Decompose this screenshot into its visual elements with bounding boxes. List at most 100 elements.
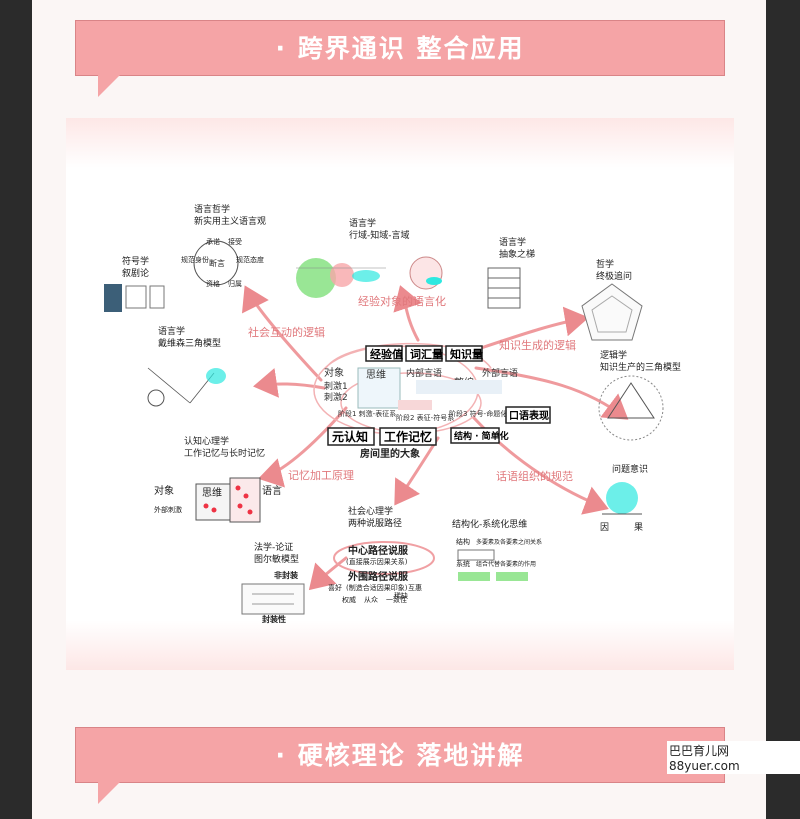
- node-ling-field: 语言学 行域-知域-言域: [296, 217, 443, 298]
- svg-text:外围路径说服: 外围路径说服: [347, 570, 409, 583]
- svg-text:内部言语: 内部言语: [406, 367, 442, 379]
- node-law: 法学-论证 图尔敏模型 非封装 封装性: [241, 541, 305, 624]
- svg-text:认知心理学: 认知心理学: [184, 435, 229, 447]
- arrow-social-psy: [394, 436, 440, 506]
- svg-text:哲学: 哲学: [596, 258, 614, 270]
- svg-text:语言: 语言: [262, 484, 282, 497]
- arrow-law: [308, 556, 348, 591]
- svg-text:外部言语: 外部言语: [482, 367, 518, 379]
- box-metacognition: [327, 427, 375, 446]
- box-vocabulary: [405, 345, 443, 362]
- triangle-cyan-dot: [206, 368, 226, 384]
- node-logic-triangle: 逻辑学 知识生产的三角模型: [598, 349, 681, 441]
- svg-text:知识生产的三角模型: 知识生产的三角模型: [600, 361, 681, 373]
- svg-text:元认知: 元认知: [332, 429, 368, 444]
- section-banner-bottom: · 硬核理论 落地讲解: [75, 727, 725, 804]
- box-oral: [505, 406, 551, 424]
- svg-text:权威: 权威: [342, 595, 356, 604]
- center-boxes-bottom: 元认知 工作记忆 口语表现 结构 · 简单化: [327, 406, 551, 446]
- label-social: 社会互动的逻辑: [248, 325, 325, 339]
- left-frame: [0, 0, 32, 819]
- pink-circle: [330, 263, 354, 287]
- label-speech: 话语组织的规范: [496, 469, 573, 483]
- node-ling-ladder: 语言学 抽象之梯: [487, 236, 535, 309]
- pentagon: [581, 283, 643, 341]
- banner-tail: [98, 782, 120, 804]
- box-working-memory: [379, 427, 437, 446]
- svg-text:戴维森三角模型: 戴维森三角模型: [158, 337, 221, 349]
- svg-text:组合代替各要素的作用: 组合代替各要素的作用: [476, 560, 536, 568]
- section-banner-top: · 跨界通识 整合应用: [75, 20, 725, 97]
- svg-text:规范态度: 规范态度: [236, 255, 264, 264]
- center-title: 房间里的大象: [360, 447, 420, 460]
- problem-cyan-circle: [606, 482, 638, 514]
- svg-text:(直接展示因果关系): (直接展示因果关系): [346, 557, 408, 566]
- mind-map: 经验对象的语言化 社会互动的逻辑 知识生成的逻辑 记忆加工原理 话语组织的规范 …: [66, 118, 734, 670]
- svg-text:阶段2 表征-符号系: 阶段2 表征-符号系: [396, 413, 454, 422]
- svg-text:阶段1 刺激-表征系: 阶段1 刺激-表征系: [338, 409, 396, 418]
- svg-text:封装性: 封装性: [262, 614, 286, 624]
- node-ling-triangle: 语言学 戴维森三角模型: [147, 325, 226, 407]
- svg-text:结构化-系统化思维: 结构化-系统化思维: [452, 518, 527, 530]
- svg-text:抽象之梯: 抽象之梯: [499, 248, 535, 260]
- svg-text:叙剧论: 叙剧论: [122, 267, 149, 279]
- arrow-left-triangle: [253, 368, 326, 398]
- svg-text:工作记忆与长时记忆: 工作记忆与长时记忆: [184, 447, 265, 459]
- label-knowledge: 知识生成的逻辑: [499, 338, 576, 352]
- svg-text:工作记忆: 工作记忆: [384, 429, 432, 444]
- label-experience: 经验对象的语言化: [358, 294, 446, 308]
- svg-text:逻辑学: 逻辑学: [600, 349, 627, 361]
- svg-text:图尔敏模型: 图尔敏模型: [254, 553, 299, 565]
- svg-text:两种说服路径: 两种说服路径: [348, 517, 402, 529]
- svg-text:稀缺: 稀缺: [394, 591, 408, 600]
- svg-text:刺激2: 刺激2: [324, 391, 348, 403]
- svg-text:知识量: 知识量: [449, 347, 483, 361]
- svg-text:多要素及各要素之间关系: 多要素及各要素之间关系: [476, 538, 542, 546]
- node-problem: 问题意识 因 果: [600, 463, 648, 533]
- section-title-bottom: · 硬核理论 落地讲解: [275, 741, 525, 770]
- svg-text:语言学: 语言学: [158, 325, 185, 337]
- semiotics-blue-box: [104, 284, 122, 312]
- svg-text:新实用主义语言观: 新实用主义语言观: [194, 215, 266, 227]
- node-cog-psy: 认知心理学 工作记忆与长时记忆 对象 思维 语言 外部刺激: [154, 435, 282, 523]
- svg-text:对象: 对象: [324, 366, 344, 379]
- svg-text:结构 · 简单化: 结构 · 简单化: [454, 430, 509, 442]
- svg-text:法学-论证: 法学-论证: [254, 541, 293, 553]
- svg-text:词汇量: 词汇量: [410, 348, 443, 361]
- svg-text:阶段3 符号-命题化: 阶段3 符号-命题化: [449, 409, 507, 418]
- svg-text:语言学: 语言学: [499, 236, 526, 248]
- label-memory: 记忆加工原理: [288, 469, 354, 482]
- watermark: 巴巴育儿网 88yuer.com: [667, 741, 800, 774]
- svg-text:结构: 结构: [456, 537, 470, 546]
- svg-text:互惠: 互惠: [408, 583, 422, 592]
- mind-map-svg: 经验对象的语言化 社会互动的逻辑 知识生成的逻辑 记忆加工原理 话语组织的规范 …: [104, 203, 681, 624]
- arrow-experience: [393, 285, 422, 342]
- svg-text:因: 因: [600, 522, 609, 533]
- svg-text:(制造合适因果印象): (制造合适因果印象): [346, 583, 408, 592]
- svg-text:语言学: 语言学: [349, 217, 376, 229]
- arrow-knowledge: [479, 306, 589, 350]
- box-knowledge: [445, 345, 483, 362]
- right-frame: [766, 0, 800, 819]
- svg-text:接受: 接受: [228, 237, 242, 246]
- svg-text:行域-知域-言域: 行域-知域-言域: [349, 229, 410, 241]
- box-structure: [450, 427, 500, 444]
- svg-text:系统: 系统: [456, 559, 470, 568]
- node-phil-lang: 语言哲学 新实用主义语言观 承诺 接受 规范身份 断言 规范态度 资格 归属: [181, 203, 266, 288]
- svg-text:断言: 断言: [209, 258, 225, 268]
- svg-text:语言哲学: 语言哲学: [194, 203, 230, 215]
- svg-text:外部刺激: 外部刺激: [154, 505, 182, 514]
- svg-text:资格: 资格: [206, 279, 220, 288]
- svg-text:中心路径说服: 中心路径说服: [348, 544, 409, 557]
- center-boxes-top: 经验值 词汇量 知识量: [365, 345, 483, 362]
- svg-text:对象: 对象: [154, 484, 174, 497]
- svg-text:承诺: 承诺: [206, 237, 220, 246]
- node-philosophy: 哲学 终极追问: [581, 258, 643, 341]
- svg-text:终极追问: 终极追问: [596, 270, 632, 282]
- green-circle: [296, 258, 336, 298]
- node-social-psy: 社会心理学 两种说服路径 中心路径说服 (直接展示因果关系) 外围路径说服 (制…: [328, 505, 435, 604]
- banner-tail: [98, 75, 120, 97]
- svg-text:喜好: 喜好: [328, 583, 342, 592]
- arrow-social: [241, 285, 323, 382]
- svg-text:社会心理学: 社会心理学: [348, 505, 393, 517]
